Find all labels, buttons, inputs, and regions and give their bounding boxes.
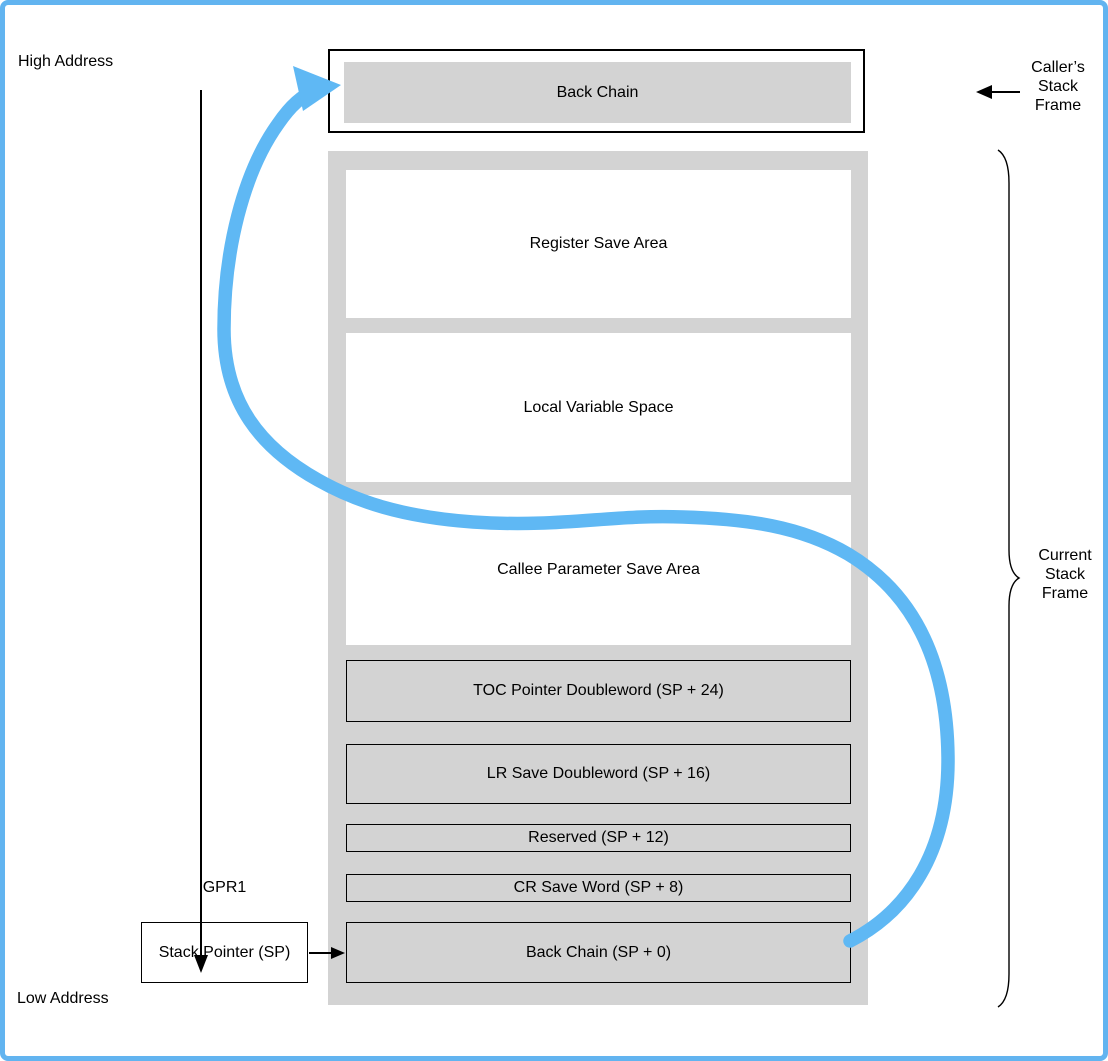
caller-back-chain-cell: Back Chain [344,62,851,123]
current-stack-frame-label: Current Stack Frame [1038,547,1092,602]
stack-box-reserved: Reserved (SP + 12) [346,824,851,852]
stack-pointer-label: Stack Pointer (SP) [158,943,291,961]
address-direction-arrow-icon [194,90,208,973]
caller-back-chain-label: Back Chain [556,83,639,101]
stack-box-back-chain-sp0: Back Chain (SP + 0) [346,922,851,983]
current-stack-frame-container: Register Save Area Local Variable Space … [328,151,868,1005]
stack-box-local-variable-space: Local Variable Space [346,333,851,482]
stack-box-toc-pointer-doubleword: TOC Pointer Doubleword (SP + 24) [346,660,851,722]
caller-stack-frame-box: Back Chain [328,49,865,133]
high-address-label: High Address [18,53,114,70]
stack-box-register-save-area: Register Save Area [346,170,851,318]
low-address-label: Low Address [17,990,109,1007]
gpr1-label: GPR1 [202,879,247,896]
stack-box-callee-parameter-save-area: Callee Parameter Save Area [346,495,851,645]
callers-stack-frame-label: Caller’s Stack Frame [1031,59,1085,114]
stack-box-lr-save-doubleword: LR Save Doubleword (SP + 16) [346,744,851,804]
stack-box-cr-save-word: CR Save Word (SP + 8) [346,874,851,902]
stack-pointer-box: Stack Pointer (SP) [141,922,308,983]
